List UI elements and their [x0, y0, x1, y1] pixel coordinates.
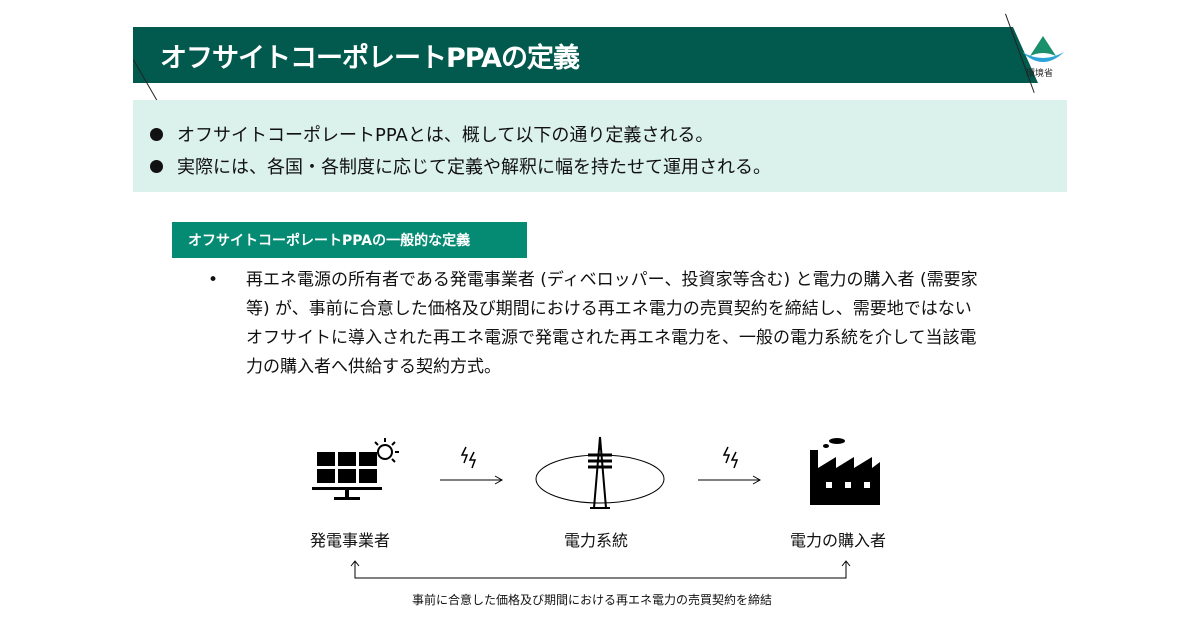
arrow-right-icon	[440, 475, 504, 485]
summary-text: オフサイトコーポレートPPAとは、概して以下の通り定義される。	[177, 125, 714, 146]
lightning-icon	[460, 446, 477, 469]
bullet: •	[208, 270, 219, 290]
generator-label: 発電事業者	[310, 531, 391, 550]
lightning-icon	[722, 446, 739, 469]
header-bar	[133, 27, 1038, 83]
summary-bullet: 実際には、各国・各制度に応じて定義や解釈に幅を持たせて運用される。	[150, 153, 771, 179]
summary-text: 実際には、各国・各制度に応じて定義や解釈に幅を持たせて運用される。	[177, 157, 771, 178]
definition-text-block: • 再エネ電源の所有者である発電事業者 (ディベロッパー、投資家等含む) と電力…	[208, 266, 988, 382]
factory-icon	[810, 438, 880, 505]
ministry-logo-text: 環境省	[1026, 69, 1054, 79]
summary-box	[133, 100, 1067, 192]
buyer-label: 電力の購入者	[790, 531, 887, 550]
contract-arrow	[350, 560, 851, 579]
solar-panel-icon	[312, 438, 399, 500]
summary-bullet: オフサイトコーポレートPPAとは、概して以下の通り定義される。	[150, 121, 713, 147]
definition-text: 再エネ電源の所有者である発電事業者 (ディベロッパー、投資家等含む) と電力の購…	[246, 270, 978, 377]
page-title: オフサイトコーポレートPPAの定義	[160, 43, 580, 74]
ministry-logo-icon	[1022, 36, 1064, 62]
contract-label: 事前に合意した価格及び期間における再エネ電力の売買契約を締結	[412, 593, 773, 607]
definition-label: オフサイトコーポレートPPAの一般的な定義	[172, 222, 527, 258]
power-grid-icon	[535, 436, 665, 509]
grid-label: 電力系統	[564, 531, 629, 550]
arrow-right-icon	[698, 475, 762, 485]
